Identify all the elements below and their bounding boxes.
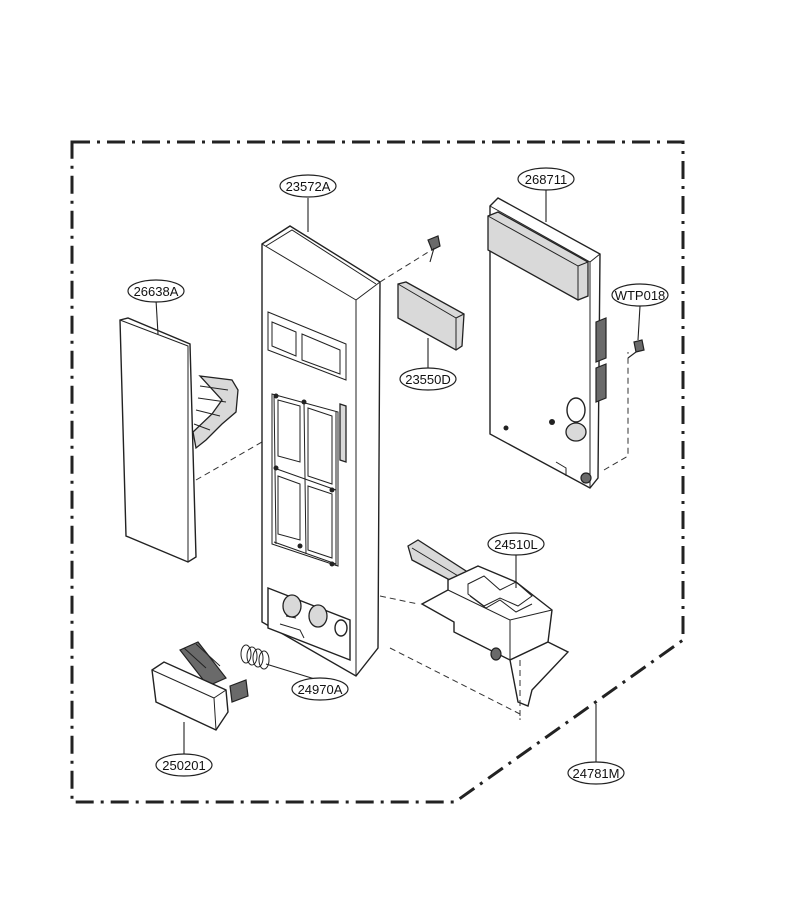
screw-upper-part: [427, 235, 441, 263]
label-24970A: 24970A: [298, 682, 343, 697]
membrane-switch-part: [119, 317, 301, 563]
label-250201: 250201: [162, 758, 205, 773]
push-button-part: [151, 641, 249, 731]
label-24781M: 24781M: [573, 766, 620, 781]
pcb-assembly-part: [487, 197, 629, 489]
label-26638A: 26638A: [134, 284, 179, 299]
label-23572A: 23572A: [286, 179, 331, 194]
label-268711: 268711: [525, 172, 567, 187]
screw-part: [627, 339, 645, 359]
callout-23572A: 23572A: [279, 174, 337, 198]
callout-leaders: [155, 190, 641, 762]
callout-268711: 268711: [517, 167, 575, 191]
label-WTP018: WTP018: [615, 288, 666, 303]
callout-26638A: 26638A: [127, 279, 185, 303]
callout-23550D: 23550D: [399, 367, 457, 391]
spring-part: [240, 644, 270, 670]
display-window-part: [397, 281, 465, 351]
callout-250201: 250201: [155, 753, 213, 777]
label-23550D: 23550D: [405, 372, 451, 387]
panel-frame-part: [261, 225, 439, 677]
assembly-boundary: [70, 140, 685, 804]
callout-WTP018: WTP018: [611, 283, 669, 307]
label-24510L: 24510L: [494, 537, 537, 552]
latch-lever-part: [379, 539, 570, 720]
callout-24781M: 24781M: [567, 761, 625, 785]
callout-24970A: 24970A: [291, 677, 349, 701]
callout-24510L: 24510L: [487, 532, 545, 556]
